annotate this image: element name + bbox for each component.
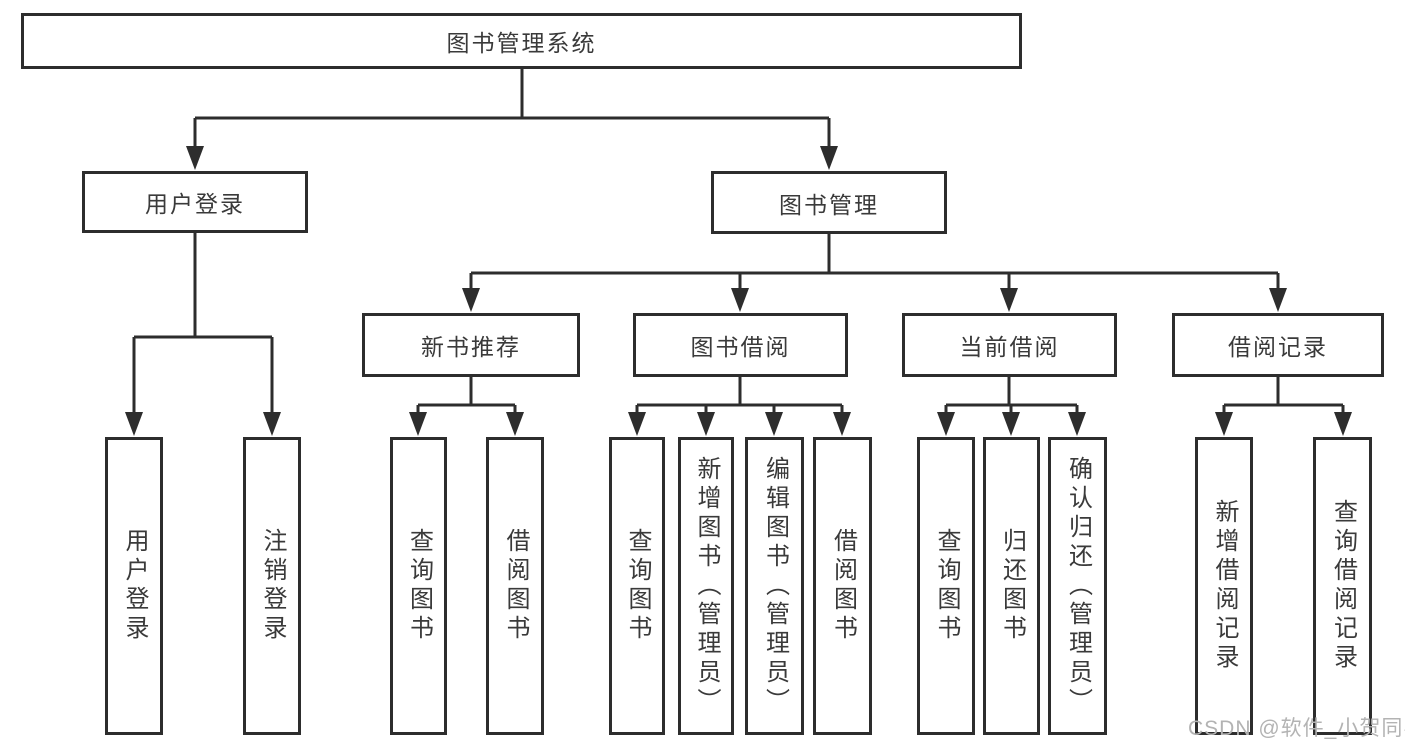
node-borrow-records: 借阅记录 — [1172, 313, 1384, 377]
node-label: 注销登录 — [259, 528, 286, 644]
node-label: 编辑图书（管理员） — [761, 455, 789, 717]
node-new-book-recommend: 新书推荐 — [362, 313, 580, 377]
node-label: 借阅图书 — [502, 528, 529, 644]
node-user-login: 用户登录 — [82, 171, 308, 233]
node-label: 查询图书 — [405, 528, 433, 644]
node-label: 新增借阅记录 — [1211, 499, 1238, 673]
node-library-system: 图书管理系统 — [21, 13, 1022, 69]
node-query-books-recommend: 查询图书 — [390, 437, 447, 735]
node-label: 查询借阅记录 — [1329, 499, 1357, 673]
node-borrow-books-leaf: 借阅图书 — [813, 437, 872, 735]
node-return-books: 归还图书 — [983, 437, 1040, 735]
node-query-books-current: 查询图书 — [917, 437, 975, 735]
connector-current-to-leaves — [937, 377, 1086, 436]
node-book-management: 图书管理 — [711, 171, 947, 234]
node-edit-books-admin: 编辑图书（管理员） — [745, 437, 804, 735]
node-user-login-leaf: 用户登录 — [105, 437, 163, 735]
node-label: 借阅图书 — [829, 528, 857, 644]
connector-records-to-leaves — [1215, 377, 1352, 436]
node-query-books-borrow: 查询图书 — [609, 437, 665, 735]
connector-recommend-to-leaves — [409, 377, 524, 436]
node-label: 确认归还（管理员） — [1064, 455, 1092, 717]
watermark: CSDN @软件_小贺同学 — [1188, 717, 1405, 740]
node-label: 新增图书（管理员） — [693, 455, 720, 717]
node-add-borrow-record: 新增借阅记录 — [1195, 437, 1253, 735]
node-logout-leaf: 注销登录 — [243, 437, 301, 735]
node-confirm-return-admin: 确认归还（管理员） — [1048, 437, 1107, 735]
connector-login-to-leaves — [125, 233, 281, 436]
node-current-borrow: 当前借阅 — [902, 313, 1117, 377]
node-borrow-books-recommend: 借阅图书 — [486, 437, 544, 735]
node-label: 查询图书 — [624, 528, 651, 644]
node-label: 用户登录 — [121, 528, 148, 644]
node-label: 查询图书 — [933, 528, 960, 644]
connector-mgmt-to-level3 — [462, 233, 1287, 312]
node-label: 归还图书 — [998, 528, 1026, 644]
node-query-borrow-record: 查询借阅记录 — [1313, 437, 1372, 735]
node-add-books-admin: 新增图书（管理员） — [678, 437, 734, 735]
connector-root-to-level2 — [186, 69, 838, 170]
connector-borrow-to-leaves — [628, 377, 851, 436]
node-book-borrow: 图书借阅 — [633, 313, 848, 377]
